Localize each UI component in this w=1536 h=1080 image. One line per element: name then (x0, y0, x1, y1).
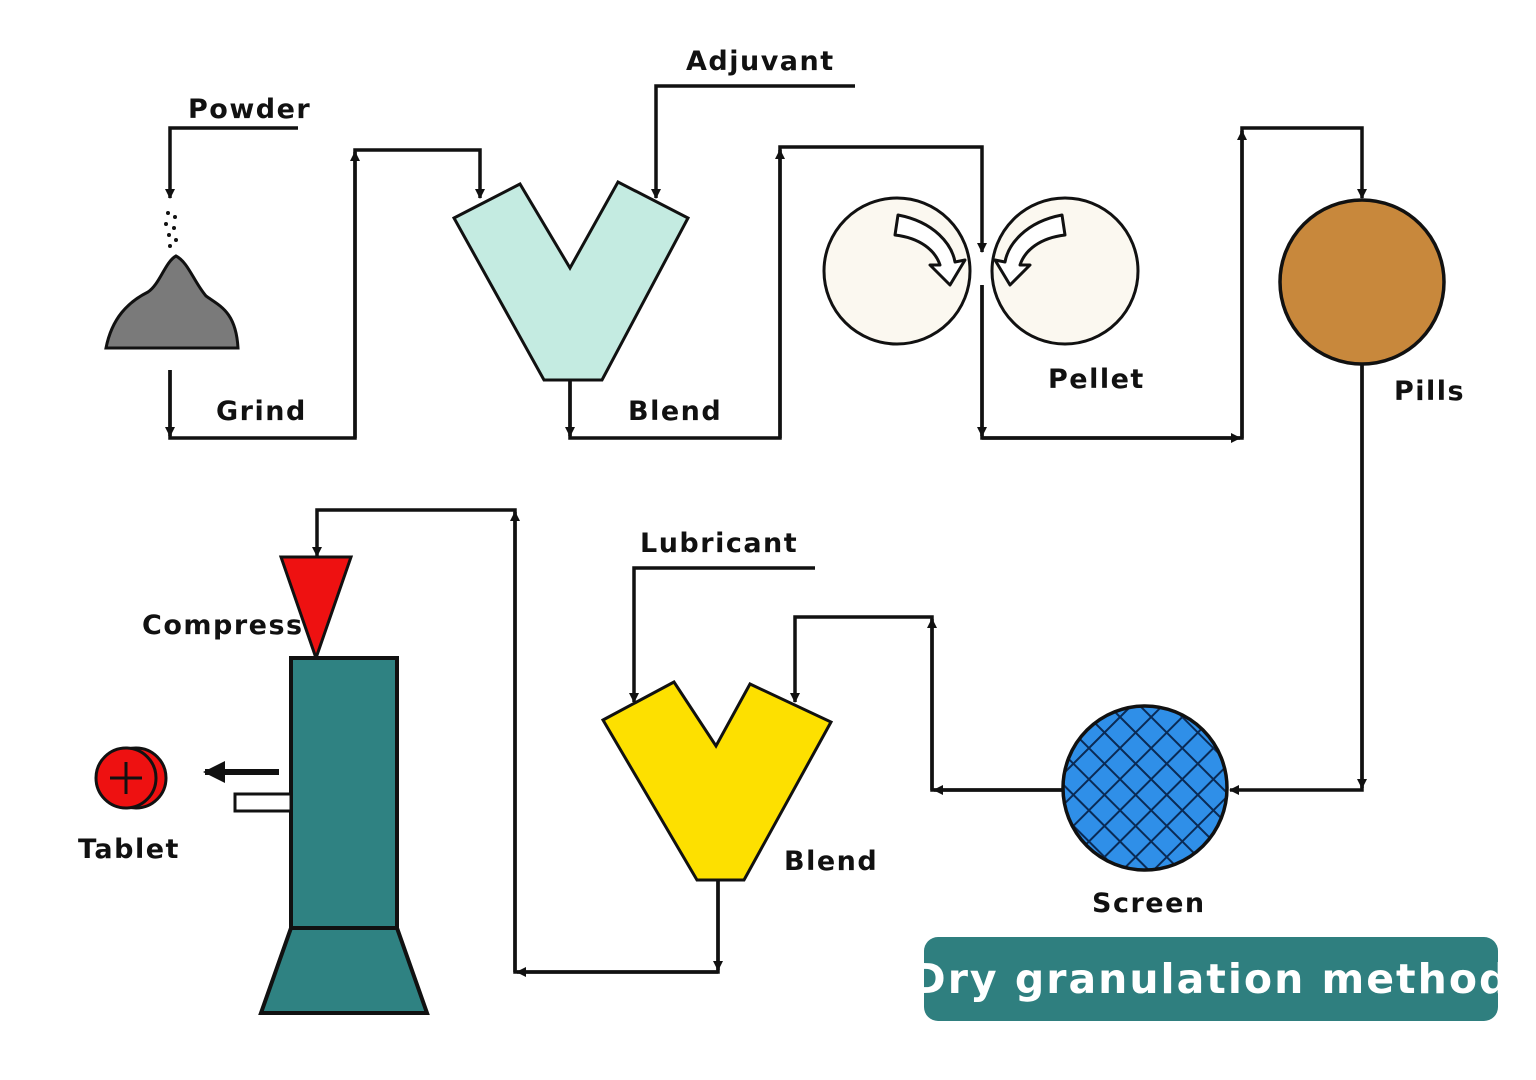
adjuvant-label: Adjuvant (686, 46, 835, 77)
powder-pile (104, 211, 240, 350)
rotate-clockwise-icon (893, 213, 967, 287)
grind-label: Grind (216, 396, 307, 427)
title-banner: Dry granulation method (912, 937, 1508, 1021)
compress-cone (278, 555, 354, 663)
tablet-press (233, 555, 430, 1015)
blender-1 (451, 180, 691, 382)
compress-label: Compress (142, 610, 304, 641)
tablet-label: Tablet (78, 834, 180, 865)
press-column (289, 656, 399, 930)
blender-2 (600, 680, 834, 882)
screen-mesh (1061, 704, 1229, 872)
pills-flow-arrow (1229, 364, 1364, 795)
powder-inlet-arrow (165, 126, 298, 199)
tablet-icon (94, 746, 168, 810)
adjuvant-inlet-arrow (651, 84, 855, 199)
pills-label: Pills (1394, 376, 1465, 407)
rotate-counterclockwise-icon (993, 213, 1067, 287)
powder-particles-icon (164, 211, 178, 248)
lubricant-label: Lubricant (640, 528, 798, 559)
screen-label: Screen (1092, 888, 1206, 919)
grind-flow-arrow (168, 148, 485, 440)
lubricant-inlet-arrow (629, 566, 815, 703)
screen-flow-arrow (790, 615, 1063, 792)
pellet-label: Pellet (1048, 364, 1145, 395)
press-base (258, 926, 430, 1015)
powder-label: Powder (188, 94, 311, 125)
pills-sphere (1278, 198, 1446, 366)
blend-1-label: Blend (628, 396, 722, 427)
pellet-rollers (822, 196, 1140, 346)
press-chute (233, 792, 293, 813)
blend-2-label: Blend (784, 846, 878, 877)
diagram-title: Dry granulation method (911, 955, 1511, 1003)
